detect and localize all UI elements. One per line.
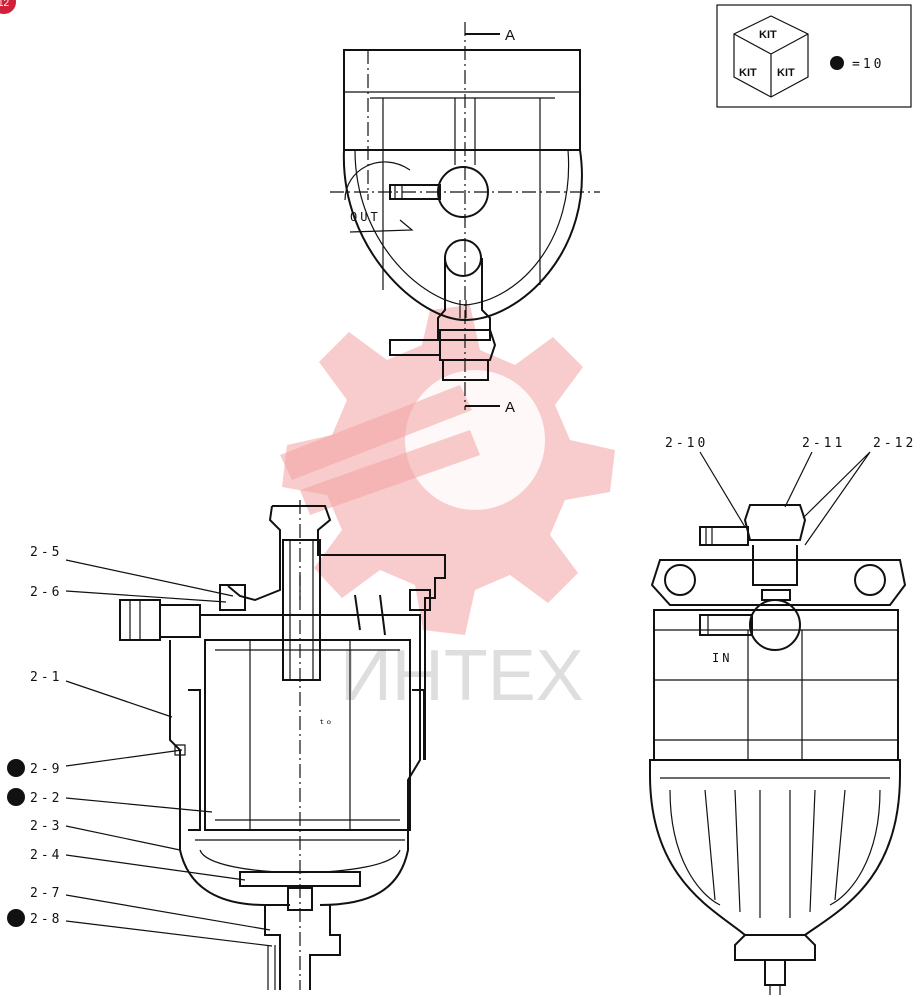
callout-2-6: 2-6 <box>30 585 62 600</box>
watermark-gear-logo <box>280 305 615 635</box>
side-view-drawing: IN <box>649 504 907 995</box>
callout-2-7: 2-7 <box>30 886 62 901</box>
callout-2-1: 2-1 <box>30 670 62 685</box>
top-view-drawing: A A OUT <box>330 22 600 416</box>
out-port-label: OUT <box>350 210 381 224</box>
page-badge <box>0 0 16 14</box>
section-label-bottom: A <box>505 399 515 416</box>
svg-text:ᵗᵒ: ᵗᵒ <box>318 717 332 731</box>
callout-2-12: 2-12 <box>873 436 916 451</box>
in-port-label: IN <box>712 651 732 665</box>
kit-legend-box: KIT KIT KIT =10 <box>716 4 912 108</box>
kit-cube-icon: KIT KIT KIT <box>733 15 809 98</box>
callout-2-2: 2-2 <box>30 791 62 806</box>
kit-dot-icon <box>7 909 25 927</box>
kit-legend-text: =10 <box>852 57 884 72</box>
callout-2-5: 2-5 <box>30 545 62 560</box>
watermark-text: ИНТЕХ <box>340 636 584 716</box>
kit-top-label: KIT <box>759 29 777 41</box>
kit-right-label: KIT <box>777 67 795 79</box>
section-label-top: A <box>505 27 515 44</box>
page-badge-text: 12 <box>0 0 10 9</box>
kit-left-label: KIT <box>739 67 757 79</box>
kit-dot-icon <box>7 759 25 777</box>
callout-2-4: 2-4 <box>30 848 62 863</box>
callout-2-3: 2-3 <box>30 819 62 834</box>
callout-2-9: 2-9 <box>30 762 62 777</box>
kit-dot-icon <box>7 788 25 806</box>
callout-2-11: 2-11 <box>802 436 845 451</box>
kit-dot-icon <box>830 56 844 70</box>
callouts: 2-5 2-6 2-1 2-9 2-2 2-3 2-4 2-7 2-8 2-10… <box>7 436 916 947</box>
callout-2-10: 2-10 <box>665 436 708 451</box>
callout-2-8: 2-8 <box>30 912 62 927</box>
